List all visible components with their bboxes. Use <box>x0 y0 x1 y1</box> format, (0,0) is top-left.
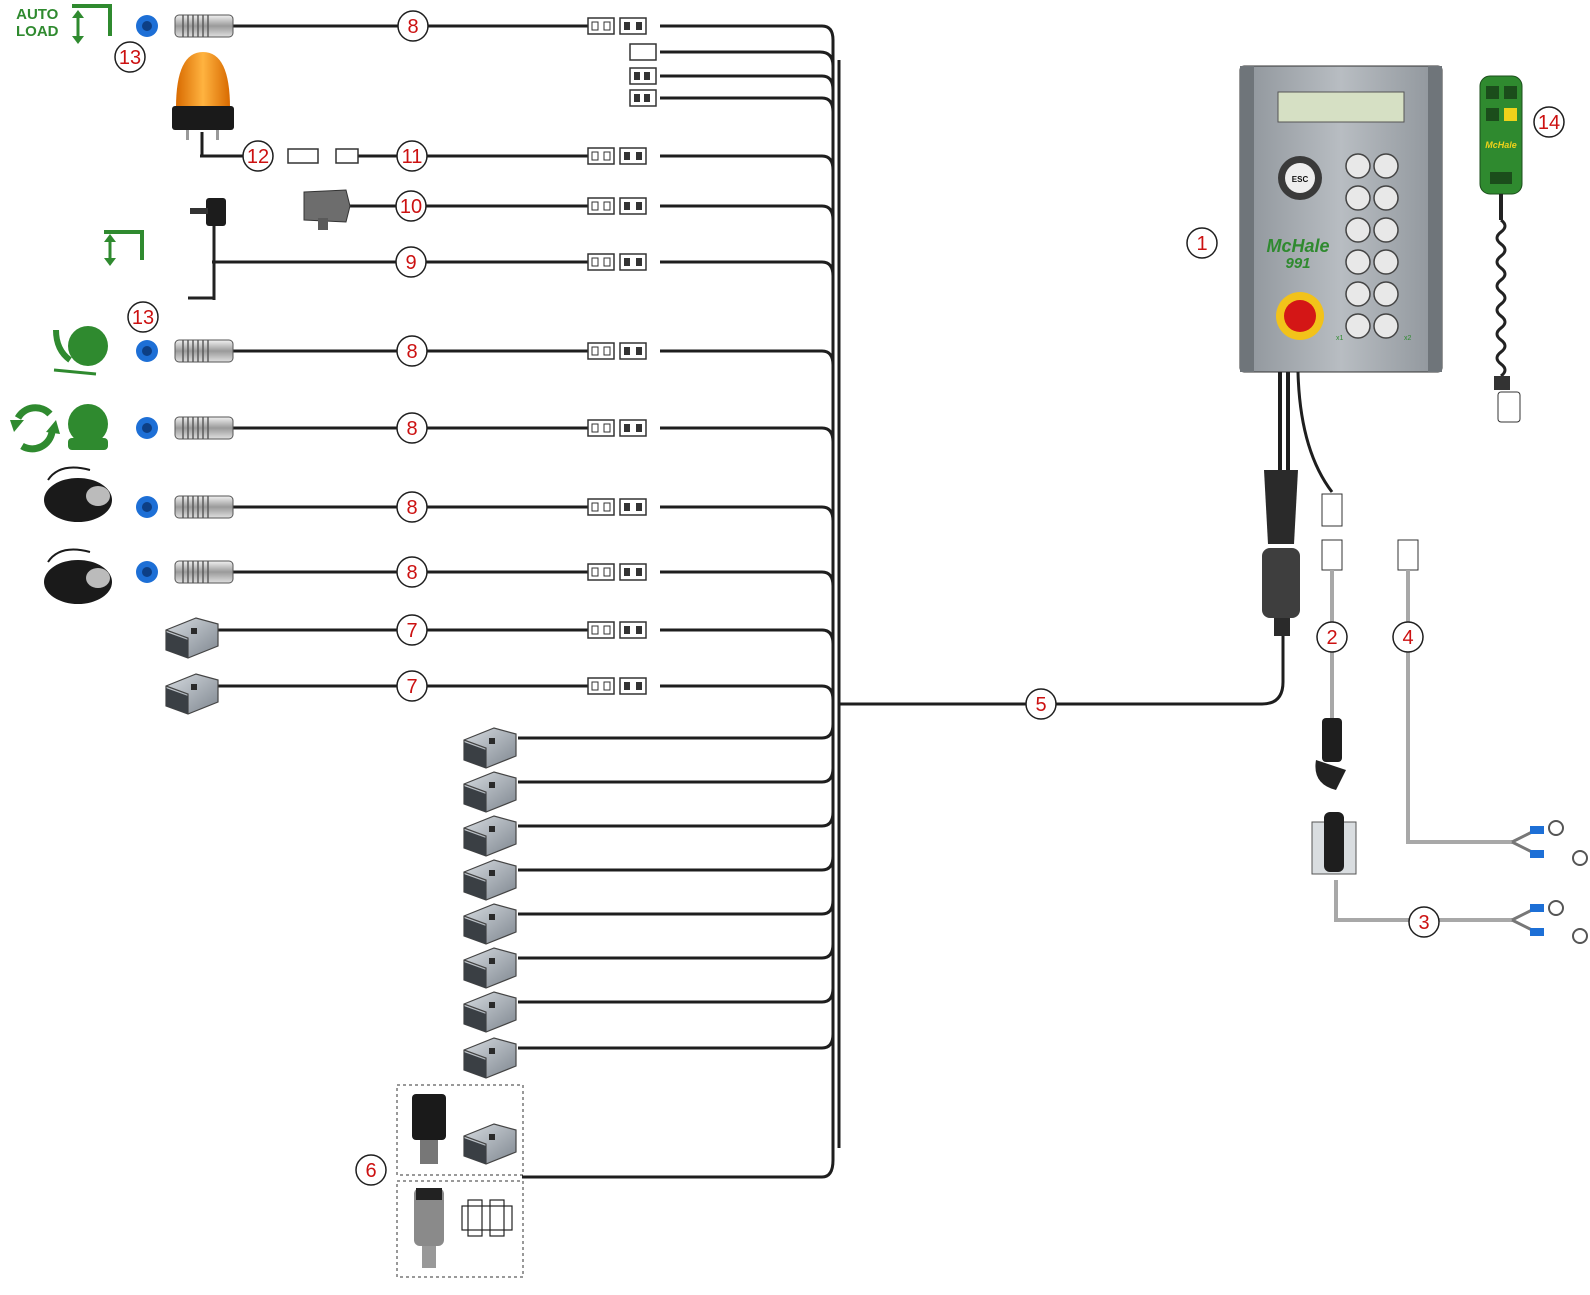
autoload-label-line1: AUTO <box>16 6 59 23</box>
callout-13 <box>127 301 159 333</box>
function-icons <box>10 4 144 453</box>
autoload-icon <box>72 4 112 44</box>
svg-text:7: 7 <box>406 676 417 698</box>
svg-text:991: 991 <box>1285 255 1310 272</box>
svg-text:9: 9 <box>405 252 416 274</box>
svg-text:7: 7 <box>406 620 417 642</box>
svg-text:McHale: McHale <box>1485 140 1517 150</box>
wrap-rotate-icon <box>10 404 108 453</box>
callout-8 <box>397 10 429 42</box>
svg-text:1: 1 <box>1196 233 1207 255</box>
autoload-label: AUTO LOAD <box>16 6 59 40</box>
svg-text:13: 13 <box>119 47 141 69</box>
svg-text:10: 10 <box>400 196 422 218</box>
autoload-label-line2: LOAD <box>16 23 59 40</box>
svg-text:8: 8 <box>406 418 417 440</box>
svg-text:5: 5 <box>1035 694 1046 716</box>
svg-text:8: 8 <box>407 16 418 38</box>
speed-sensor-icon <box>303 189 351 230</box>
svg-text:4: 4 <box>1402 627 1413 649</box>
callout-14 <box>1533 106 1565 138</box>
svg-text:8: 8 <box>406 562 417 584</box>
callout-1 <box>1186 227 1218 259</box>
control-box: ESC McHale 991 x1 x2 <box>1239 65 1443 373</box>
remote-handset: McHale <box>1479 75 1523 423</box>
callout-3 <box>1408 906 1440 938</box>
svg-text:McHale: McHale <box>1266 236 1329 256</box>
callout-6 <box>355 1154 387 1186</box>
svg-text:8: 8 <box>406 497 417 519</box>
emergency-stop-button <box>1276 292 1324 340</box>
svg-text:2: 2 <box>1326 627 1337 649</box>
svg-text:6: 6 <box>365 1160 376 1182</box>
callout-11 <box>396 140 428 172</box>
svg-text:11: 11 <box>402 146 423 168</box>
controller-cables <box>1262 371 1419 636</box>
svg-text:13: 13 <box>132 307 154 329</box>
svg-text:8: 8 <box>406 341 417 363</box>
ring-terminals <box>1511 820 1588 944</box>
bale-tip-icon <box>53 326 108 376</box>
callout-8 <box>396 491 428 523</box>
svg-text:12: 12 <box>247 146 269 168</box>
callout-5 <box>1025 688 1057 720</box>
pressure-sensor-group <box>396 1084 524 1278</box>
control-buttons <box>1345 153 1399 339</box>
callout-labels: 8 13 12 11 10 9 13 8 8 8 8 7 7 5 6 1 14 … <box>119 16 1560 1182</box>
svg-text:ESC: ESC <box>1292 175 1309 184</box>
svg-text:14: 14 <box>1538 112 1560 134</box>
callout-7 <box>396 670 428 702</box>
sensor-wires <box>200 24 588 688</box>
svg-text:x2: x2 <box>1404 335 1412 342</box>
svg-text:3: 3 <box>1418 912 1429 934</box>
svg-text:x1: x1 <box>1336 335 1344 342</box>
callout-2 <box>1316 621 1348 653</box>
callout-8 <box>396 556 428 588</box>
callout-10 <box>395 190 427 222</box>
connector-pairs <box>287 17 657 695</box>
lcd-display <box>1277 91 1405 123</box>
callout-8 <box>396 412 428 444</box>
switch-bracket-icon <box>188 198 226 300</box>
tailgate-icon <box>104 230 144 266</box>
callouts <box>114 10 1565 1186</box>
power-plug-icon <box>1311 718 1357 875</box>
main-harness <box>518 24 1285 1179</box>
callout-4 <box>1392 621 1424 653</box>
film-roll-icons <box>44 466 112 604</box>
callout-8 <box>396 335 428 367</box>
beacon-icon <box>172 52 234 140</box>
power-cables <box>1330 570 1512 922</box>
callout-7 <box>396 614 428 646</box>
callout-9 <box>395 246 427 278</box>
callout-13 <box>114 41 146 73</box>
callout-12 <box>242 140 274 172</box>
